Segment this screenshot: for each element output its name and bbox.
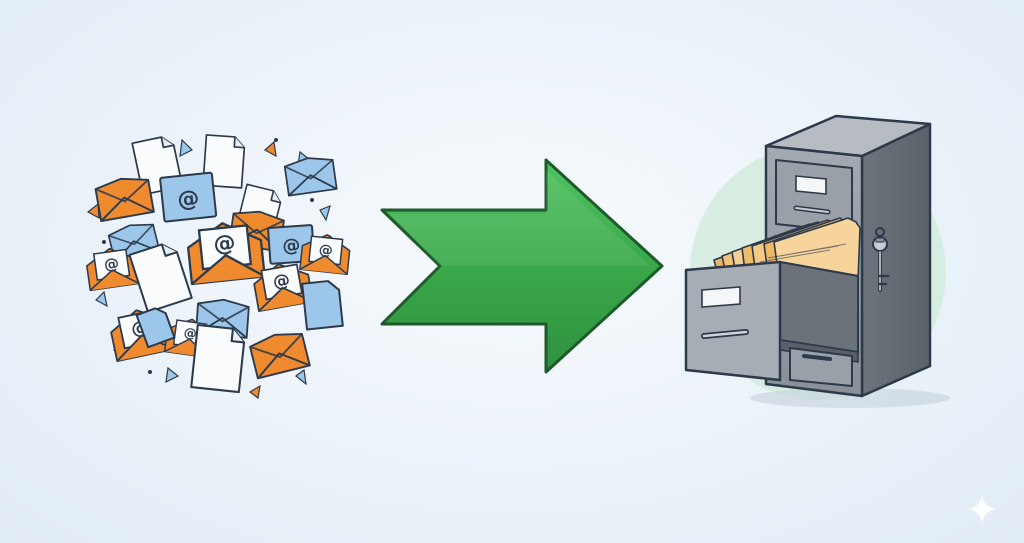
key-icon	[872, 227, 890, 292]
at-glyph: @	[183, 325, 198, 342]
doc-blue-lower-left	[135, 307, 176, 349]
envelope-blue-top-right	[283, 153, 338, 197]
email-cluster: @ @ @ @ @	[84, 134, 352, 400]
envelope-at-lower-center: @	[163, 315, 216, 359]
envelope-at-center-large: @	[184, 218, 266, 286]
at-glyph: @	[103, 254, 120, 274]
doc-lower-center	[190, 323, 247, 394]
envelope-orange-lower-right	[247, 327, 311, 380]
at-glyph: @	[176, 186, 200, 213]
cabinet-drawer-open	[684, 260, 859, 382]
doc-blue-right	[301, 280, 344, 331]
sparkle-icon	[968, 495, 996, 523]
at-glyph: @	[271, 270, 291, 293]
at-glyph: @	[282, 235, 301, 257]
doc-center-left	[128, 239, 193, 314]
cabinet-drawer-bottom	[789, 347, 853, 387]
envelope-at-left: @	[84, 244, 140, 292]
envelope-at-far-right: @	[299, 231, 352, 276]
arrow-right-icon	[380, 158, 664, 374]
at-glyph: @	[318, 242, 334, 259]
envelope-blue-center-top: @	[159, 171, 218, 223]
envelope-orange-left	[93, 173, 155, 223]
at-glyph: @	[212, 231, 236, 258]
envelope-at-right-mid: @	[250, 258, 314, 313]
filing-cabinet-icon	[684, 114, 950, 408]
